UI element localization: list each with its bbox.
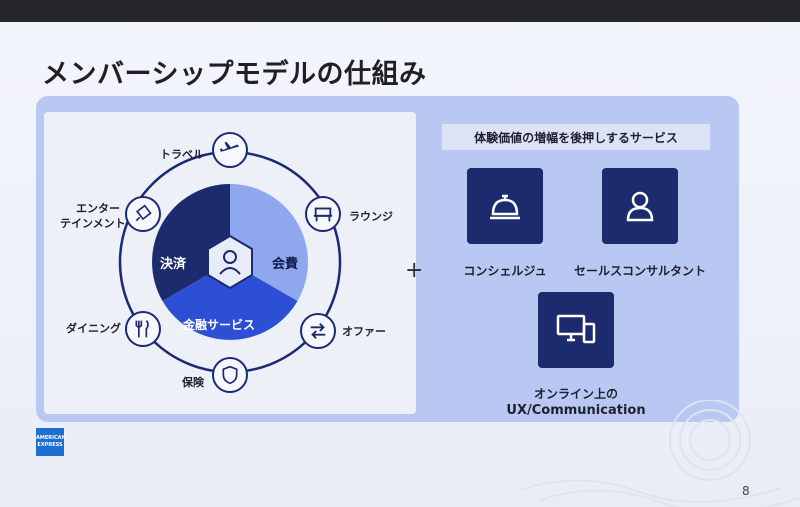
services-header: 体験価値の増幅を後押しするサービス bbox=[442, 124, 710, 150]
concierge-bell-icon bbox=[490, 194, 520, 220]
label-dining: ダイニング bbox=[66, 322, 121, 335]
shield-icon bbox=[222, 365, 238, 385]
label-entertainment-2: テインメント bbox=[60, 217, 126, 230]
ticket-icon bbox=[135, 204, 152, 222]
member-icon bbox=[219, 250, 241, 275]
concierge-label: コンシェルジュ bbox=[463, 264, 547, 278]
sales-consultant-label: セールスコンサルタント bbox=[573, 264, 706, 278]
plane-icon bbox=[219, 141, 240, 152]
entertainment-node bbox=[125, 196, 161, 232]
membership-diagram bbox=[118, 150, 342, 374]
lounge-icon bbox=[313, 207, 333, 222]
top-dark-bar bbox=[0, 0, 800, 22]
lounge-node bbox=[305, 196, 341, 232]
label-entertainment-1: エンター bbox=[76, 202, 120, 215]
devices-icon bbox=[556, 314, 596, 344]
label-travel: トラベル bbox=[160, 148, 204, 161]
dining-icon bbox=[135, 320, 149, 338]
insurance-node bbox=[212, 357, 248, 393]
segment-financial-services bbox=[162, 262, 298, 340]
segment-label-fee: 会費 bbox=[272, 257, 299, 272]
segment-label-payment: 決済 bbox=[160, 257, 187, 272]
concierge-tile bbox=[467, 168, 543, 244]
offer-node bbox=[300, 313, 336, 349]
plus-sign: + bbox=[405, 258, 424, 283]
ux-tile bbox=[538, 292, 614, 368]
travel-node bbox=[212, 132, 248, 168]
decorative-pattern bbox=[520, 400, 800, 507]
offer-icon bbox=[310, 323, 326, 339]
ux-label-line2: UX/Communication bbox=[506, 403, 646, 418]
ux-label-line1: オンライン上の bbox=[533, 387, 618, 401]
label-lounge: ラウンジ bbox=[349, 210, 393, 223]
label-insurance: 保険 bbox=[182, 376, 204, 389]
slide-title: メンバーシップモデルの仕組み bbox=[42, 59, 427, 90]
sales-consultant-tile bbox=[602, 168, 678, 244]
dining-node bbox=[125, 311, 161, 347]
person-icon bbox=[626, 191, 654, 222]
brand-logo: AMERICAN EXPRESS bbox=[36, 428, 66, 456]
label-offer: オファー bbox=[342, 325, 386, 338]
page-number: 8 bbox=[742, 484, 750, 498]
segment-label-financial: 金融サービス bbox=[183, 318, 256, 332]
